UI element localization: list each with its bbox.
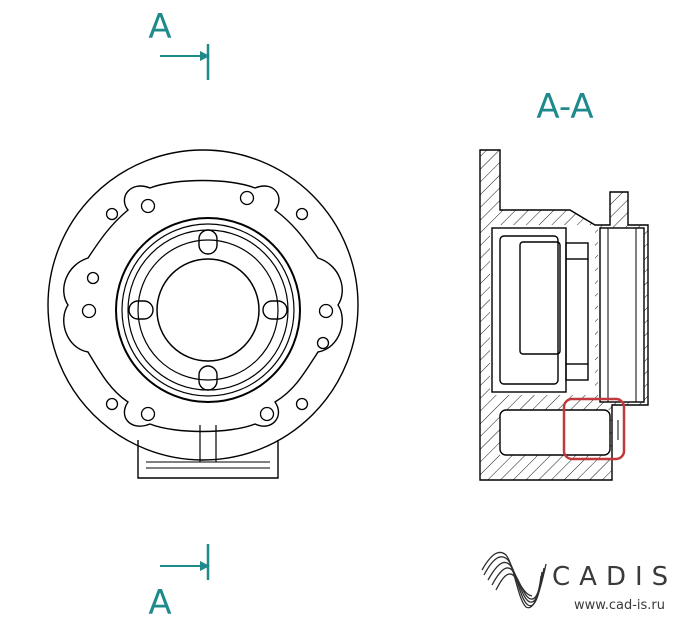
front-view xyxy=(47,149,359,479)
base-foot xyxy=(137,440,279,479)
bolt-hole xyxy=(86,271,100,285)
lobed-flange xyxy=(63,179,343,433)
section-view-title: A-A xyxy=(536,87,593,127)
bolt-hole xyxy=(105,207,119,221)
bolt-hole xyxy=(295,207,309,221)
section-marker-bottom: A xyxy=(148,544,210,623)
bolt-hole xyxy=(295,397,309,411)
brand-block: CADIS www.cad-is.ru xyxy=(552,562,677,613)
bolt-hole xyxy=(105,397,119,411)
view-arrow-head xyxy=(200,51,210,61)
cadis-logo-icon xyxy=(481,551,547,609)
cut-label-bottom: A xyxy=(148,583,171,623)
detail-highlight-box xyxy=(562,397,626,461)
lower-channel xyxy=(499,409,611,456)
section-view xyxy=(479,149,649,481)
bolt-hole xyxy=(140,198,156,214)
bolt-hole xyxy=(81,303,97,319)
inner-pocket xyxy=(519,241,561,355)
bore-ring xyxy=(137,239,279,381)
bore-ring-outer xyxy=(115,217,301,403)
inner-lug xyxy=(198,229,218,255)
central-bore xyxy=(156,258,260,362)
bore-ring xyxy=(121,223,295,397)
view-arrow-head xyxy=(200,561,210,571)
bolt-hole xyxy=(140,406,156,422)
section-marker-top: A xyxy=(148,7,210,80)
inner-lug xyxy=(198,365,218,391)
bolt-hole xyxy=(316,336,330,350)
bolt-hole xyxy=(318,303,334,319)
bolt-holes xyxy=(81,190,334,422)
brand-url: www.cad-is.ru xyxy=(574,598,665,613)
inner-cage-wall xyxy=(499,235,559,385)
cut-label-top: A xyxy=(148,7,171,47)
section-outline xyxy=(479,149,649,481)
outer-flange-circle xyxy=(47,149,359,461)
brand-name: CADIS xyxy=(552,562,678,592)
bolt-hole xyxy=(259,406,275,422)
bearing-ring xyxy=(565,242,589,260)
inner-lug xyxy=(262,300,288,320)
bearing-ring xyxy=(565,363,589,381)
inner-lug xyxy=(128,300,154,320)
bolt-hole xyxy=(239,190,255,206)
